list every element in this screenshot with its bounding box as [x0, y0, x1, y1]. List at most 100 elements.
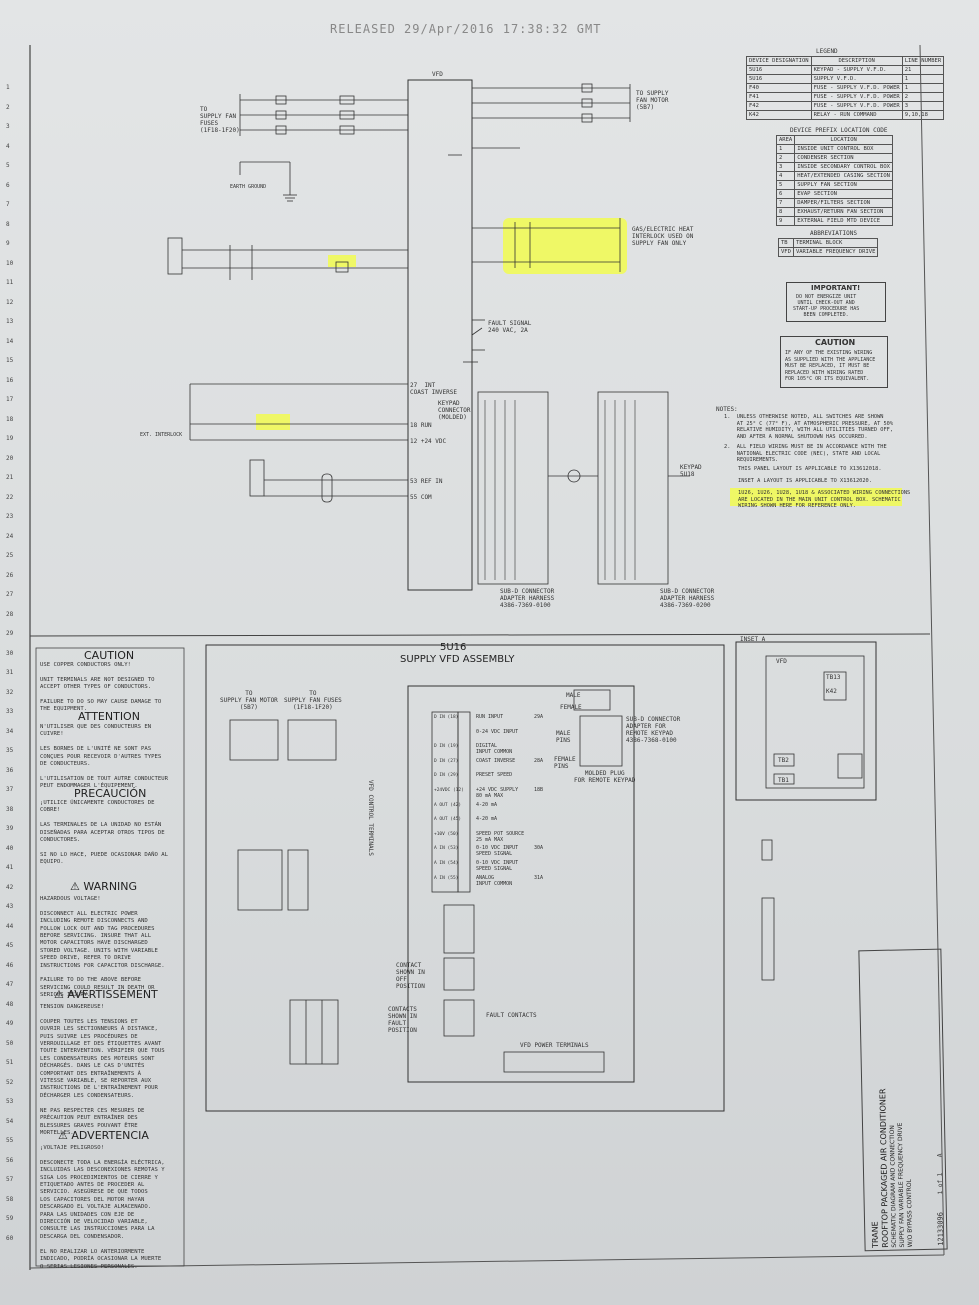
legend-header-designation: DEVICE DESIGNATION	[746, 56, 812, 66]
legend-cell: 5U16	[746, 74, 812, 84]
legend-cell: 3	[901, 101, 945, 111]
row-number: 8	[6, 220, 10, 228]
legend-header-description: DESCRIPTION	[810, 56, 903, 66]
highlight-note5	[730, 488, 902, 506]
prefix-cell: 4	[775, 171, 796, 181]
earth-ground-symbol	[239, 154, 462, 202]
prefix-cell: EXHAUST/RETURN FAN SECTION	[794, 207, 893, 217]
note-5: 1U26, 1U26, 1U28, 1U18 & ASSOCIATED WIRI…	[738, 490, 911, 510]
note-1: 1. UNLESS OTHERWISE NOTED, ALL SWITCHES …	[724, 414, 894, 440]
fuse-block	[289, 999, 339, 1065]
interlock-rows	[167, 218, 621, 280]
prefix-cell: 1	[775, 144, 796, 154]
female-label: FEMALE	[560, 704, 582, 711]
supply-fan-motor-label: TO SUPPLY FAN MOTOR (5B7)	[636, 90, 669, 111]
legend-cell: 9,10,18	[901, 110, 945, 120]
legend-cell: 5U16	[746, 65, 812, 75]
row-number: 29	[6, 630, 14, 637]
molded-plug-label: MOLDED PLUG FOR REMOTE KEYPAD	[574, 770, 636, 784]
row-number: 60	[6, 1234, 14, 1242]
inset-tb1: TB1	[778, 777, 789, 784]
row-number: 54	[6, 1117, 14, 1125]
row-number: 4	[6, 142, 10, 150]
row-number: 45	[6, 942, 14, 949]
important-title: IMPORTANT!	[811, 284, 861, 292]
prefix-cell: SUPPLY FAN SECTION	[794, 180, 893, 190]
attention-text: N'UTILISER QUE DES CONDUCTEURS EN CUIVRE…	[40, 724, 168, 790]
row-number: 58	[6, 1195, 14, 1203]
row-number: 15	[6, 357, 14, 364]
keypad-connector-label: KEYPAD CONNECTOR (MOLDED)	[438, 400, 471, 421]
row-number: 13	[6, 318, 14, 325]
drawing-subtitle: SCHEMATIC DIAGRAM AND CONNECTION SUPPLY …	[888, 1122, 914, 1248]
legend-header-line: LINE NUMBER	[901, 56, 945, 66]
title-block-text: TRANE ROOFTOP PACKAGED AIR CONDITIONER S…	[867, 957, 915, 1248]
inset-tb13: TB13	[826, 674, 841, 681]
caution-text: USE COPPER CONDUCTORS ONLY! UNIT TERMINA…	[40, 662, 162, 713]
terminal-description: PRESET SPEED	[476, 772, 513, 779]
fault-contacts	[463, 319, 485, 363]
tb2-block	[229, 719, 279, 761]
warning-text: HAZARDOUS VOLTAGE! DISCONNECT ALL ELECTR…	[40, 896, 165, 999]
row-number: 21	[6, 474, 14, 481]
row-number: 6	[6, 181, 10, 189]
supply-vfd-assembly-box	[205, 644, 725, 1112]
legend-cell: KEYPAD - SUPPLY V.F.D.	[810, 65, 903, 75]
abbrev-cell: TERMINAL BLOCK	[792, 238, 879, 248]
ref-in-label: 53 REF IN	[410, 478, 443, 485]
row-number: 14	[6, 337, 14, 345]
vfd-label: VFD	[432, 71, 443, 78]
legend-cell: K42	[746, 110, 812, 120]
to-motor-label: TO SUPPLY FAN MOTOR (5B7)	[220, 690, 278, 711]
prefix-title: DEVICE PREFIX LOCATION CODE	[790, 127, 888, 134]
warning-triangle-icon: ⚠	[54, 988, 64, 1001]
terminal-description: 0-10 VDC INPUT SPEED SIGNAL	[476, 845, 519, 858]
row-number: 19	[6, 435, 14, 442]
contact-shown-off: CONTACT SHOWN IN OFF POSITION	[396, 962, 425, 990]
avertissement-title: AVERTISSEMENT	[67, 988, 158, 1001]
row-number: 23	[6, 513, 14, 520]
avertissement-heading: ⚠ AVERTISSEMENT	[54, 988, 158, 1001]
terminal-id: D IN (19)	[434, 744, 459, 750]
terminal-id: D IN (27)	[434, 758, 459, 764]
prefix-cell: DAMPER/FILTERS SECTION	[794, 198, 893, 208]
fault-signal-label: FAULT SIGNAL 240 VAC, 2A	[488, 320, 532, 334]
precaucion-title: PRECAUCIÓN	[74, 787, 147, 800]
legend-cell: FUSE - SUPPLY V.F.D. POWER	[810, 83, 903, 93]
warning-heading: ⚠ WARNING	[70, 880, 137, 893]
abbrev-title: ABBREVIATIONS	[810, 230, 857, 237]
terminal-id: A OUT (42)	[434, 802, 462, 808]
legend-cell: F40	[746, 83, 812, 93]
prefix-cell: INSIDE UNIT CONTROL BOX	[794, 144, 893, 154]
caution-wiring-text: IF ANY OF THE EXISTING WIRING AS SUPPLIE…	[785, 350, 876, 382]
terminal-id: A OUT (45)	[434, 817, 462, 823]
prefix-header-area: AREA	[775, 135, 796, 145]
row-number: 28	[6, 610, 14, 618]
abbrev-cell: VARIABLE FREQUENCY DRIVE	[792, 247, 879, 257]
terminal-wire: 28A	[534, 757, 544, 764]
terminal-wire: 31A	[534, 874, 544, 881]
terminal-description: 0-10 VDC INPUT SPEED SIGNAL	[476, 860, 519, 872]
prefix-header-location: LOCATION	[794, 135, 893, 145]
prefix-cell: HEAT/EXTENDED CASING SECTION	[794, 171, 893, 181]
row-number: 53	[6, 1098, 14, 1105]
vfd-block	[407, 79, 473, 591]
notes-title: NOTES:	[716, 406, 738, 413]
row-number: 26	[6, 571, 14, 579]
note-4: INSET A LAYOUT IS APPLICABLE TO X1361202…	[738, 478, 872, 484]
abbrev-cell: VFD	[778, 247, 794, 257]
prefix-cell: 9	[775, 216, 796, 226]
terminal-wire: 29A	[534, 714, 544, 720]
prefix-cell: CONDENSER SECTION	[794, 153, 893, 163]
legend-cell: F41	[746, 92, 812, 102]
prefix-cell: EXTERNAL FIELD MTD DEVICE	[794, 216, 893, 226]
terminal-description: ANALOG INPUT COMMON	[476, 874, 513, 887]
terminal-id: A IN (53)	[434, 846, 459, 852]
